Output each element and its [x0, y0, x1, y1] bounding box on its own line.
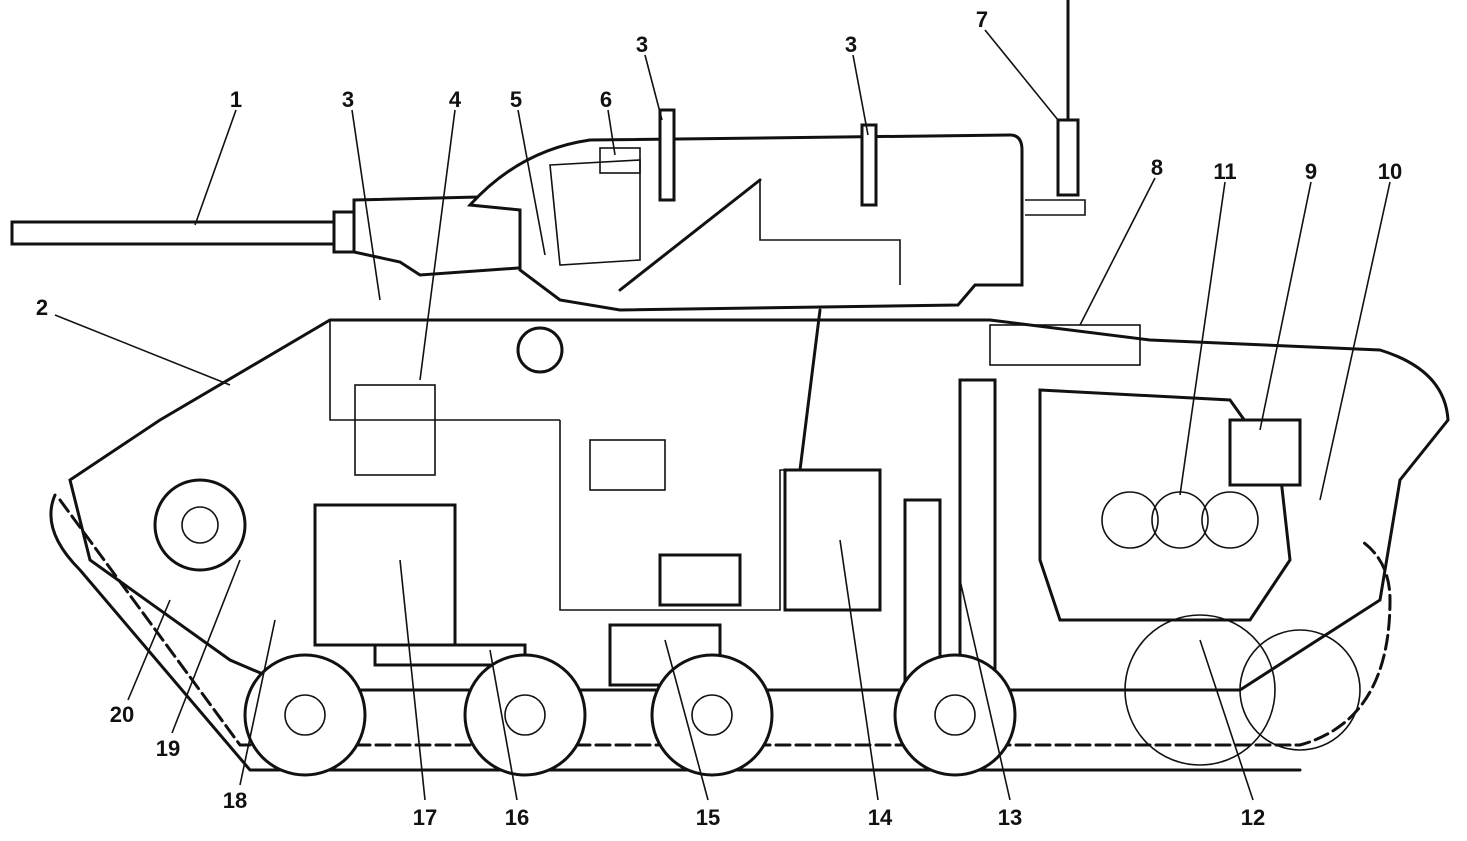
hull [68, 308, 1450, 692]
callout-2: 2 [36, 295, 48, 320]
turret [466, 108, 1086, 312]
callout-10: 10 [1378, 159, 1402, 184]
road-wheel [463, 653, 587, 777]
callout-7: 7 [976, 7, 988, 32]
road-wheel [893, 653, 1017, 777]
callout-18: 18 [223, 788, 247, 813]
callout-3: 3 [342, 87, 354, 112]
sprocket [1239, 629, 1361, 751]
callout-9: 9 [1305, 159, 1317, 184]
callout-15: 15 [696, 805, 720, 830]
callout-17: 17 [413, 805, 437, 830]
callout-11: 11 [1213, 159, 1236, 184]
callout-19: 19 [156, 736, 180, 761]
leader-lines [54, 29, 1391, 801]
callout-20: 20 [110, 702, 134, 727]
callout-14: 14 [868, 805, 893, 830]
road-wheel [243, 653, 367, 777]
callout-8: 8 [1151, 155, 1163, 180]
callout-labels: 1 2 3 4 5 6 3 3 7 8 11 9 10 12 13 14 15 … [36, 7, 1402, 830]
callout-4: 4 [449, 87, 462, 112]
callout-1: 1 [230, 87, 242, 112]
idler-wheel [1124, 614, 1276, 766]
running-gear [49, 493, 1392, 777]
callout-3: 3 [845, 32, 857, 57]
callout-5: 5 [510, 87, 522, 112]
callout-16: 16 [505, 805, 529, 830]
road-wheel [650, 653, 774, 777]
callout-12: 12 [1241, 805, 1265, 830]
callout-6: 6 [600, 87, 612, 112]
main-gun [10, 193, 562, 277]
callout-13: 13 [998, 805, 1022, 830]
callout-3: 3 [636, 32, 648, 57]
